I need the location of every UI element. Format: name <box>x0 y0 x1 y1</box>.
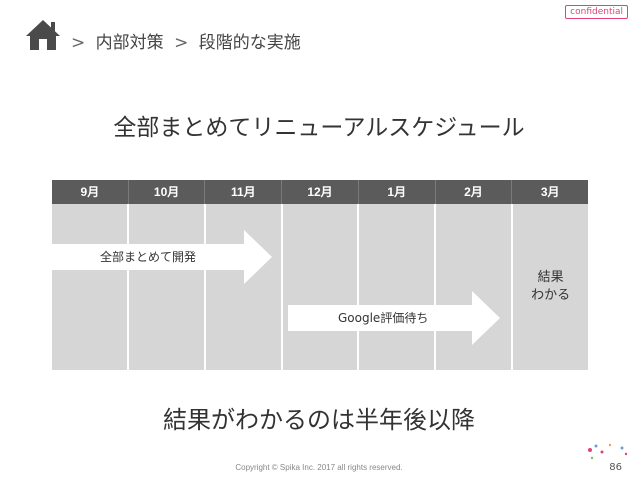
month-column-result: 結果 わかる <box>513 204 589 370</box>
breadcrumb: > 内部対策 > 段階的な実施 <box>66 28 301 53</box>
month-cell-nov: 11月 <box>205 180 283 204</box>
month-column <box>205 204 283 370</box>
month-column <box>359 204 437 370</box>
decorative-flowers-icon <box>588 443 628 460</box>
month-cell-jan: 1月 <box>359 180 436 204</box>
month-header-row: 9月 10月 11月 12月 1月 2月 3月 <box>52 180 588 204</box>
development-arrow-label: 全部まとめて開発 <box>52 244 244 270</box>
conclusion-text: 結果がわかるのは半年後以降 <box>163 406 475 434</box>
confidential-badge: confidential <box>565 5 628 19</box>
home-icon[interactable] <box>24 18 62 52</box>
development-arrow: 全部まとめて開発 <box>52 230 272 284</box>
arrow-head-shape <box>472 291 500 345</box>
copyright-text: Copyright © Spika Inc. 2017 all rights r… <box>235 463 403 472</box>
page-number: 86 <box>609 462 622 473</box>
month-cell-oct: 10月 <box>129 180 206 204</box>
month-cell-sep: 9月 <box>52 180 129 204</box>
month-column <box>282 204 360 370</box>
month-cell-dec: 12月 <box>282 180 359 204</box>
schedule-timeline: 9月 10月 11月 12月 1月 2月 3月 結果 わかる <box>52 180 589 370</box>
result-label: 結果 わかる <box>531 270 571 303</box>
month-cell-mar: 3月 <box>540 185 560 199</box>
breadcrumb-item-internal-measures[interactable]: 内部対策 <box>95 33 164 53</box>
breadcrumb-separator: > <box>71 33 86 53</box>
month-column <box>128 204 206 370</box>
breadcrumb-item-phased-implementation[interactable]: 段階的な実施 <box>198 33 301 53</box>
arrow-head-shape <box>244 230 272 284</box>
google-evaluation-arrow-label: Google評価待ち <box>288 305 472 331</box>
google-evaluation-arrow: Google評価待ち <box>288 291 500 345</box>
slide-title: 全部まとめてリニューアルスケジュール <box>113 115 525 141</box>
month-column <box>436 204 514 370</box>
month-columns: 結果 わかる <box>52 204 589 370</box>
month-cell-feb: 2月 <box>436 180 513 204</box>
month-column <box>52 204 129 370</box>
breadcrumb-separator: > <box>174 33 189 53</box>
